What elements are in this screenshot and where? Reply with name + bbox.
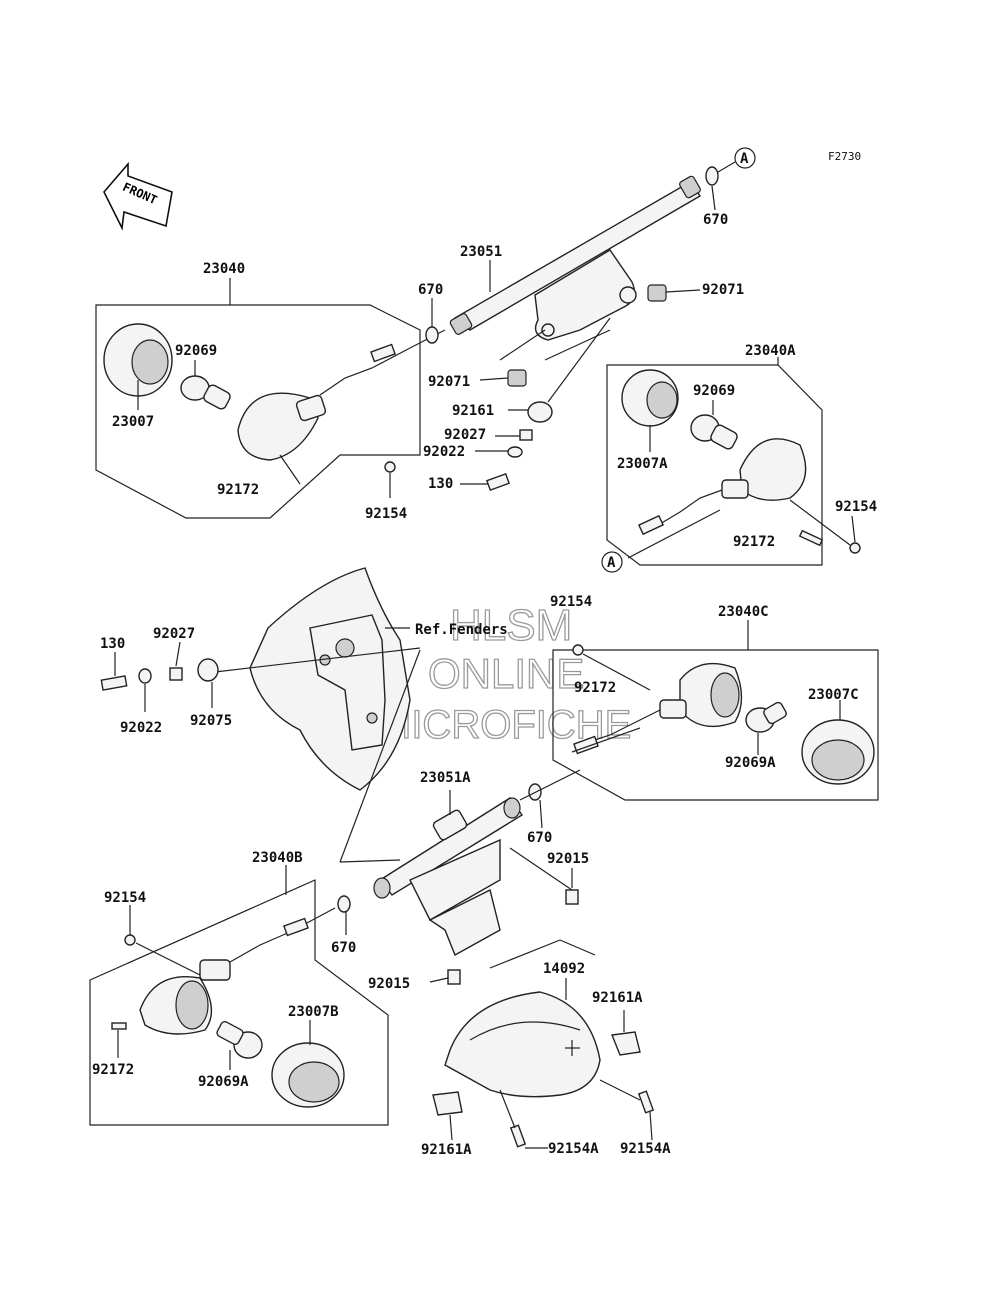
- label-23051: 23051: [460, 244, 502, 260]
- o-ring-670-low: [337, 895, 351, 913]
- screw-92172-d: [111, 1022, 127, 1030]
- collar-92015-right: [565, 889, 579, 905]
- watermark-line-1: HLSM: [450, 601, 572, 650]
- cover-14092: [444, 991, 601, 1098]
- damper-92071-left: [507, 369, 527, 387]
- label-23040B: 23040B: [252, 850, 303, 866]
- label-14092: 14092: [543, 961, 585, 977]
- damper-92161A-left: [432, 1091, 463, 1116]
- label-92022-a: 92022: [423, 444, 465, 460]
- label-92027-a: 92027: [444, 427, 486, 443]
- screw-92154-c: [572, 644, 584, 656]
- label-92154-d: 92154: [104, 890, 146, 906]
- bolt-130: [485, 472, 511, 492]
- label-92154-b: 92154: [835, 499, 877, 515]
- o-ring-670: [425, 326, 439, 344]
- lens-housing-23007: [103, 323, 173, 397]
- collar-92027: [519, 429, 533, 441]
- bulb-92069A-b: [216, 1021, 263, 1059]
- label-23040: 23040: [203, 261, 245, 277]
- bulb-92069A-c: [745, 701, 787, 733]
- label-670-b: 670: [527, 830, 552, 846]
- bolt-130-left: [100, 675, 128, 691]
- damper-92071-right: [647, 284, 667, 302]
- lens-23007B: [271, 1042, 345, 1108]
- label-92015-b: 92015: [368, 976, 410, 992]
- damper-92161A-right: [611, 1031, 641, 1056]
- signal-body-23040C: [573, 662, 743, 755]
- label-92154A-a: 92154A: [548, 1141, 599, 1157]
- signal-body-23040B: [139, 907, 336, 1035]
- label-92172-a: 92172: [217, 482, 259, 498]
- label-92069-a: 92069: [175, 343, 217, 359]
- connector-a-bottom: [601, 551, 623, 573]
- screw-92154-d: [124, 934, 136, 946]
- o-ring-670-top: [705, 166, 719, 186]
- figure-code: F2730: [828, 150, 861, 163]
- front-arrow-icon: FRONT: [103, 161, 173, 231]
- screw-92172-right: [798, 529, 824, 547]
- label-130-b: 130: [100, 636, 125, 652]
- screw-92154: [384, 461, 396, 473]
- bulb-92069: [180, 375, 231, 410]
- label-92027-b: 92027: [153, 626, 195, 642]
- label-92172-d: 92172: [92, 1062, 134, 1078]
- ref-fenders-label: Ref.Fenders: [415, 622, 508, 638]
- label-92075: 92075: [190, 713, 232, 729]
- bracket-23051A: [373, 797, 524, 956]
- label-23040A: 23040A: [745, 343, 796, 359]
- label-92161A-a: 92161A: [592, 990, 643, 1006]
- signal-body-23040A: [637, 438, 807, 536]
- collar-92027-left: [169, 667, 183, 681]
- lens-23007C: [801, 719, 875, 785]
- label-92154-c: 92154: [550, 594, 592, 610]
- label-92022-b: 92022: [120, 720, 162, 736]
- signal-body-23040: [237, 343, 411, 461]
- label-92161: 92161: [452, 403, 494, 419]
- connector-a-bottom-label: A: [607, 555, 616, 571]
- label-92069-b: 92069: [693, 383, 735, 399]
- label-92069A-a: 92069A: [725, 755, 776, 771]
- label-23007B: 23007B: [288, 1004, 339, 1020]
- label-23040C: 23040C: [718, 604, 769, 620]
- grommet-92161: [527, 401, 553, 423]
- collar-92015-left: [447, 969, 461, 985]
- label-92172-b: 92172: [733, 534, 775, 550]
- label-92069A-b: 92069A: [198, 1074, 249, 1090]
- label-670-c: 670: [331, 940, 356, 956]
- label-92161A-b: 92161A: [421, 1142, 472, 1158]
- connector-a-top: [734, 147, 756, 169]
- screw-92154A-right: [637, 1090, 655, 1114]
- washer-92022: [507, 446, 523, 458]
- group-box-23040B: [89, 879, 389, 1126]
- label-92154A-b: 92154A: [620, 1141, 671, 1157]
- fender-bracket: [249, 567, 411, 791]
- label-670-a: 670: [418, 282, 443, 298]
- bracket-bar-23051: [449, 175, 702, 341]
- grommet-92075: [197, 658, 219, 682]
- lens-housing-23007A: [621, 369, 679, 427]
- label-670-top: 670: [703, 212, 728, 228]
- connector-a-top-label: A: [740, 151, 749, 167]
- label-92154-a: 92154: [365, 506, 407, 522]
- group-box-23040: [95, 304, 421, 519]
- bulb-92069-right: [690, 414, 738, 450]
- label-23007: 23007: [112, 414, 154, 430]
- screw-92154-right: [849, 542, 861, 554]
- label-92071-right: 92071: [702, 282, 744, 298]
- label-23007C: 23007C: [808, 687, 859, 703]
- washer-92022-left: [138, 668, 152, 684]
- screw-92154A-left: [509, 1124, 527, 1148]
- label-92071-left: 92071: [428, 374, 470, 390]
- label-23007A: 23007A: [617, 456, 668, 472]
- watermark-line-2: ONLINE: [428, 650, 584, 697]
- label-92015-a: 92015: [547, 851, 589, 867]
- label-92172-c: 92172: [574, 680, 616, 696]
- label-23051A: 23051A: [420, 770, 471, 786]
- group-box-23040C: [552, 649, 879, 801]
- label-130-a: 130: [428, 476, 453, 492]
